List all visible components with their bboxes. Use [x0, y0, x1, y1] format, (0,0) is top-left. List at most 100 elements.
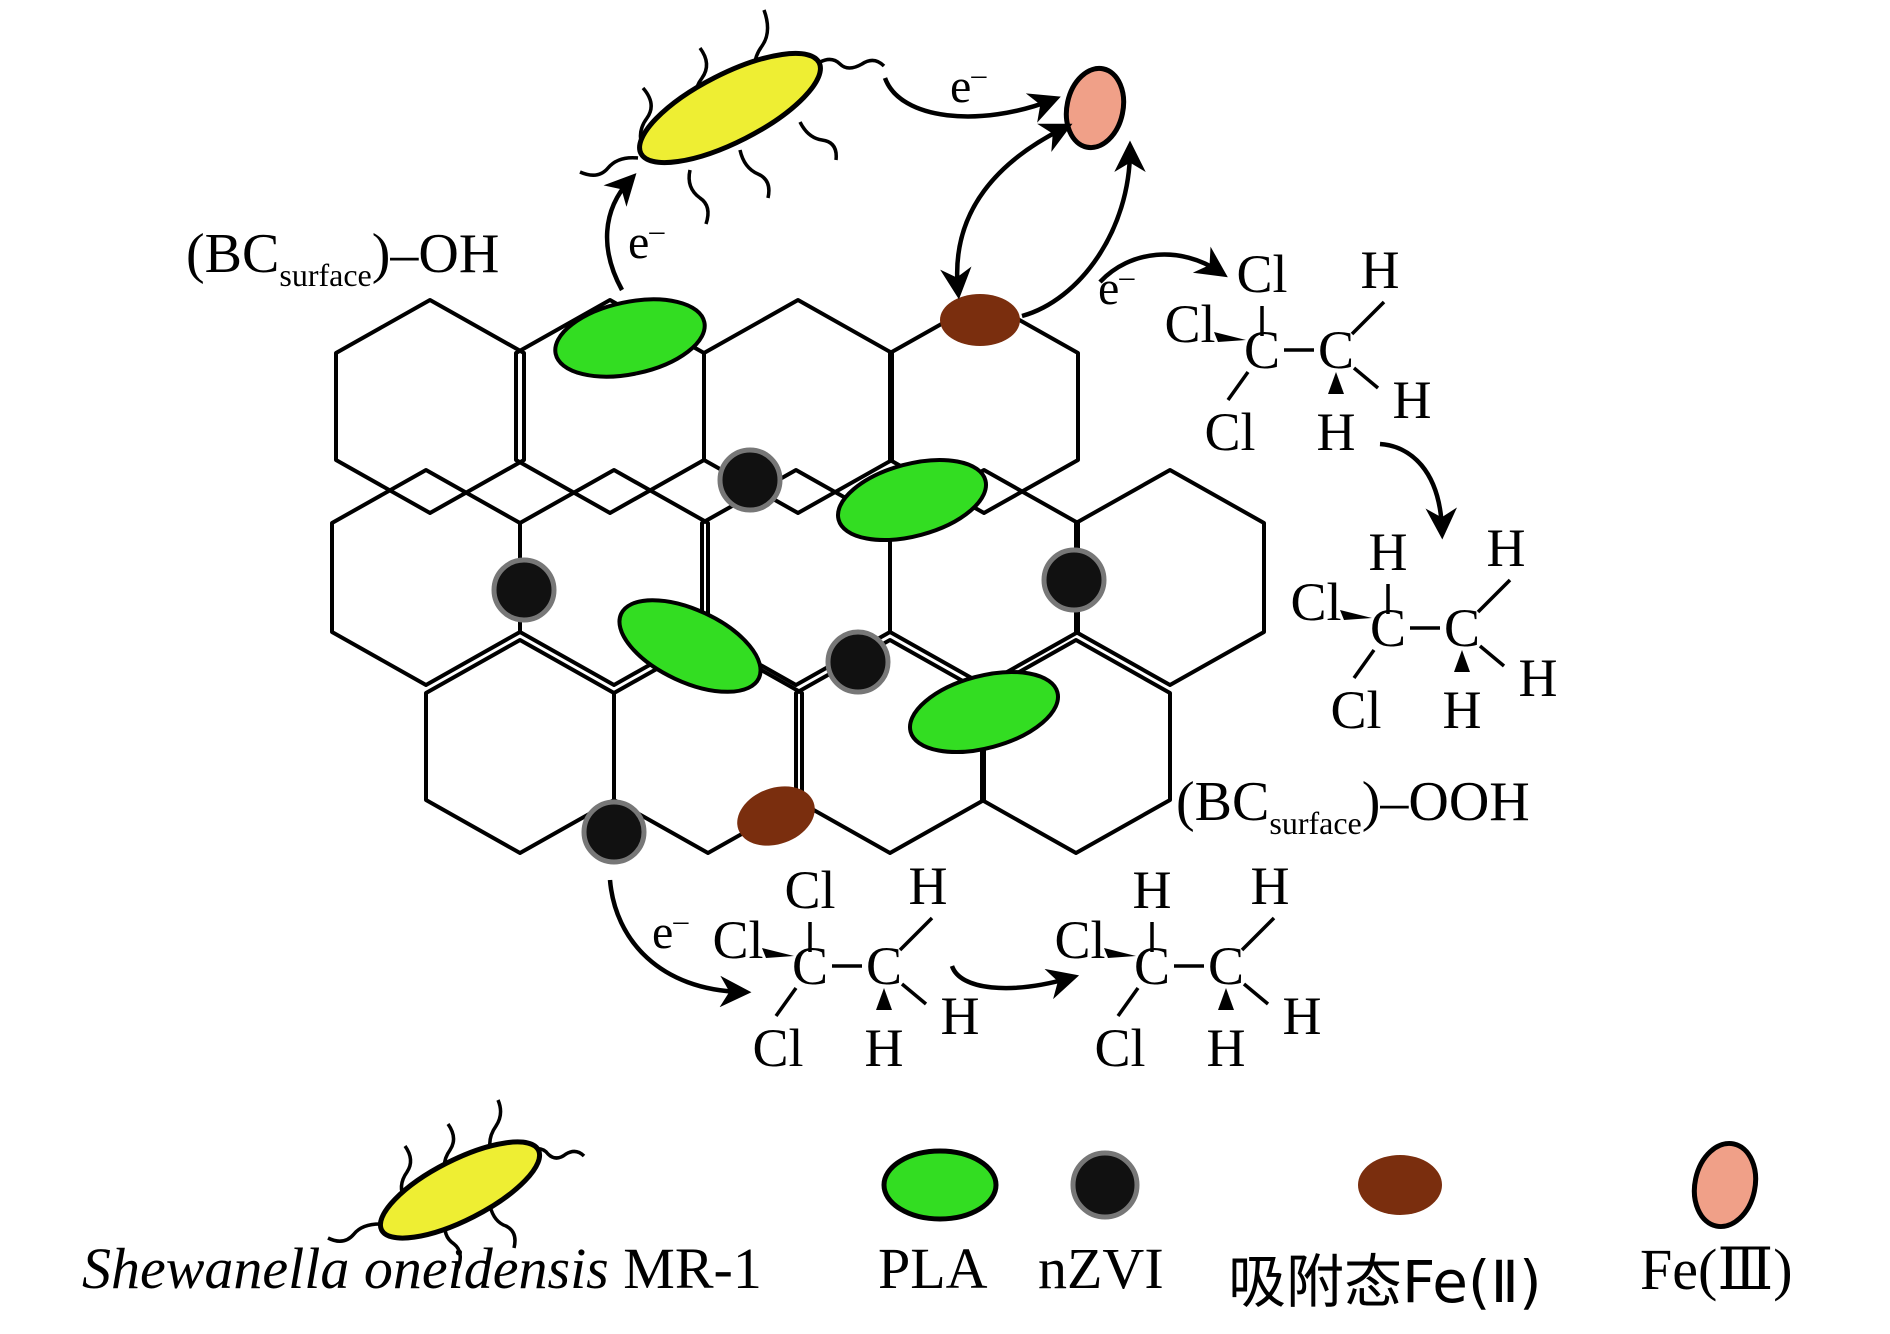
electron-labels: e– e– e– e–: [628, 58, 1135, 959]
electron-label: e–: [628, 214, 665, 269]
bond: [1352, 648, 1376, 680]
hex-cell: [334, 298, 526, 515]
carbon-atom: C: [1370, 598, 1406, 658]
electron-label: e–: [950, 58, 987, 113]
hex-cell: [612, 638, 804, 855]
atom-label: Cl: [784, 860, 835, 920]
legend-bacteria-strain: MR-1: [623, 1236, 762, 1301]
atom-label: Cl: [1204, 402, 1255, 462]
hex-cell: [518, 468, 710, 687]
fe2-particle: [737, 786, 815, 846]
arrow-bc-to-bacteria: [603, 173, 637, 292]
legend-fe2-label: 吸附态Fe(Ⅱ): [1228, 1248, 1542, 1316]
carbon-atom: C: [1208, 936, 1244, 996]
hex-cell: [1074, 468, 1266, 687]
bond: [900, 982, 928, 1006]
legend-fe2-icon: [1358, 1155, 1442, 1215]
wedge-bond: [1214, 332, 1246, 342]
atom-label: Cl: [1330, 680, 1381, 740]
atom-label: Cl: [1290, 572, 1341, 632]
nzvi-particle: [825, 629, 891, 695]
atom-label: H: [941, 986, 980, 1046]
bc-surface-oh-label: (BCsurface)–OH: [186, 223, 499, 293]
legend-icons: [327, 1099, 1759, 1269]
electron-label: e–: [1098, 260, 1135, 315]
bond: [898, 916, 934, 952]
wedge-bond: [1340, 610, 1372, 620]
hex-cell: [330, 468, 522, 687]
arrow-molecule-1-to-2: [1379, 441, 1457, 540]
arrow-fe2-to-molecule-1: [1098, 246, 1228, 284]
atom-label: H: [1519, 648, 1558, 708]
flagellum: [738, 149, 771, 199]
wedge-bond: [876, 988, 892, 1010]
nzvi-particle: [581, 799, 647, 865]
pla-particle: [553, 297, 707, 379]
atom-label: Cl: [1054, 910, 1105, 970]
atom-label: H: [1133, 860, 1172, 920]
bond: [1352, 366, 1380, 390]
arrow-fe3-fe2-cycle: [940, 123, 1073, 300]
bond: [1240, 916, 1276, 952]
bond: [1476, 578, 1512, 614]
atom-label: H: [1251, 856, 1290, 916]
legend-nzvi-label: nZVI: [1038, 1236, 1164, 1301]
legend-bacteria-label: Shewanella oneidensis MR-1: [82, 1235, 762, 1302]
wedge-bond: [1104, 948, 1136, 958]
bond: [1350, 300, 1386, 336]
carbon-atom: C: [1244, 320, 1280, 380]
legend: Shewanella oneidensis MR-1 PLA nZVI 吸附态F…: [0, 1235, 1890, 1325]
bond: [1242, 982, 1270, 1006]
flagellum: [798, 121, 838, 161]
carbon-atom: C: [866, 936, 902, 996]
bond: [774, 986, 798, 1018]
atom-label: Cl: [1164, 294, 1215, 354]
biochar-honeycomb-lattice: [330, 298, 1266, 855]
wedge-bond: [1328, 372, 1344, 394]
carbon-atom: C: [1318, 320, 1354, 380]
atom-label: Cl: [752, 1018, 803, 1078]
atom-label: H: [1487, 518, 1526, 578]
bc-surface-ooh-label: (BCsurface)–OOH: [1176, 771, 1530, 841]
atom-label: H: [909, 856, 948, 916]
bond: [1478, 644, 1506, 668]
pla-particle: [908, 670, 1060, 754]
wedge-bond: [1454, 650, 1470, 672]
legend-nzvi-icon: [1070, 1150, 1140, 1220]
arrow-bacteria-to-fe3: [882, 77, 1061, 123]
atom-label: Cl: [1094, 1018, 1145, 1078]
carbon-atom: C: [1444, 598, 1480, 658]
bond: [1116, 986, 1140, 1018]
shewanella-bacterium: [579, 9, 886, 225]
legend-bacteria-name: Shewanella oneidensis: [82, 1236, 609, 1301]
legend-fe3-label: Fe(Ⅲ): [1640, 1237, 1793, 1302]
legend-fe3-icon: [1691, 1140, 1759, 1230]
atom-label: H: [1283, 986, 1322, 1046]
atom-label: H: [1207, 1018, 1246, 1078]
carbon-atom: C: [1134, 936, 1170, 996]
atom-label: H: [1393, 370, 1432, 430]
arrow-fe2-to-fe3: [1021, 140, 1146, 319]
electron-label: e–: [652, 904, 689, 959]
arrows: [603, 77, 1457, 1008]
atom-label: H: [865, 1018, 904, 1078]
fe2-particle: [940, 294, 1020, 346]
nzvi-particle: [1041, 547, 1107, 613]
atom-label: Cl: [1236, 244, 1287, 304]
atom-label: H: [1361, 240, 1400, 300]
carbon-atom: C: [792, 936, 828, 996]
legend-pla-icon: [881, 1148, 999, 1222]
atom-label: H: [1443, 680, 1482, 740]
nzvi-particle: [491, 557, 557, 623]
flagellum: [819, 57, 886, 70]
bacterium-body: [637, 50, 823, 166]
arrow-molecule-3-to-4: [949, 965, 1080, 1000]
nzvi-particle: [717, 447, 783, 513]
pla-particle: [617, 598, 763, 694]
